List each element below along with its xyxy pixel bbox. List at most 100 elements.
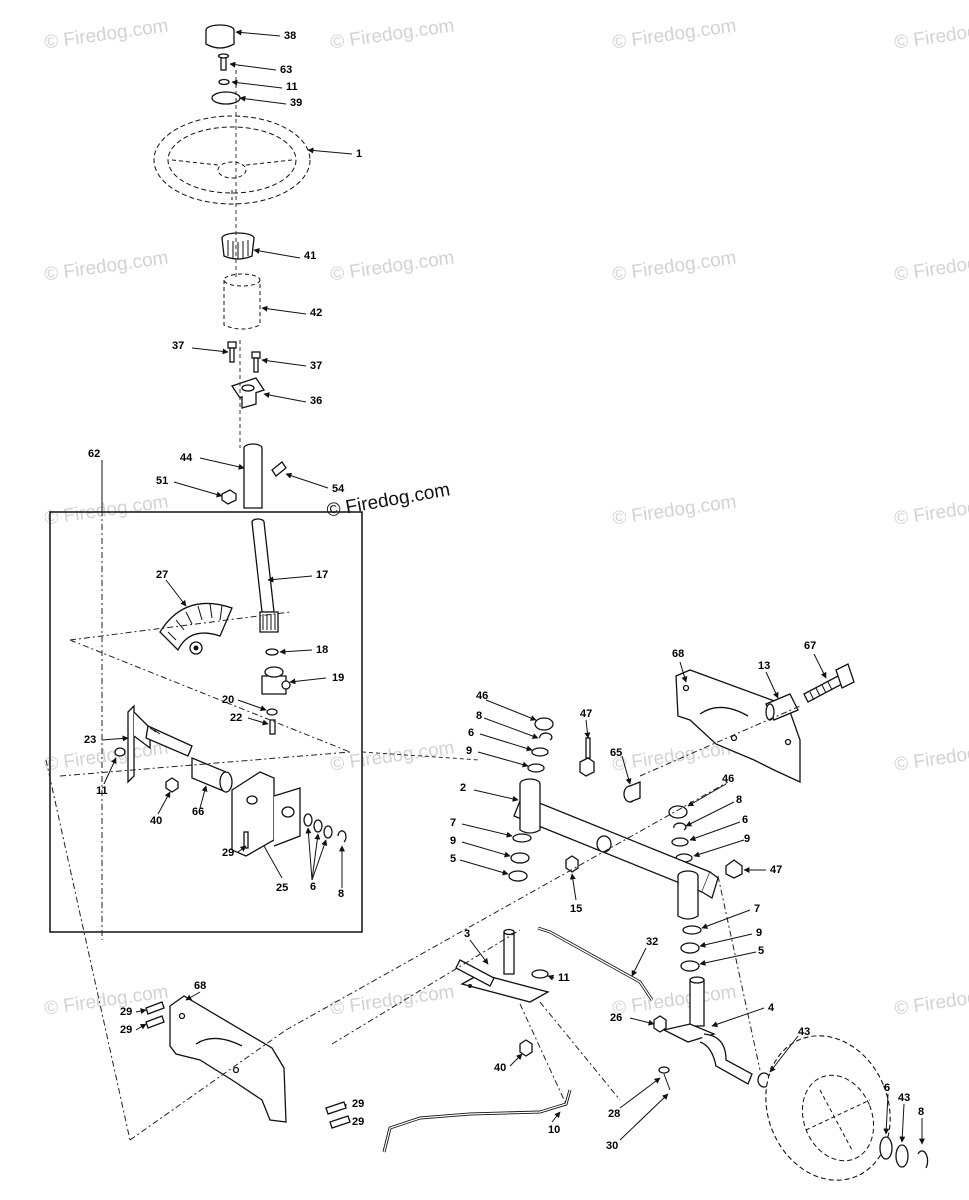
bracket-68-left xyxy=(169,995,287,1123)
grease-fitting-47-left xyxy=(579,737,595,777)
washer-9-right-lower xyxy=(680,942,700,954)
gear-sector xyxy=(159,602,233,655)
callout-label: 46 xyxy=(476,690,489,702)
callout-label: 9 xyxy=(756,927,763,939)
callout-label: 18 xyxy=(316,644,329,656)
washer-6-inset-c xyxy=(323,825,333,839)
inset-frame xyxy=(49,511,363,933)
callout-label: 46 xyxy=(722,773,735,785)
callout-label: 11 xyxy=(558,972,570,984)
clip-8-left xyxy=(539,732,553,741)
construction-lines xyxy=(59,611,351,777)
axis-lines xyxy=(235,70,481,761)
washer-6-right xyxy=(671,837,689,847)
clip-8-outer xyxy=(917,1150,929,1169)
callout-label: 11 xyxy=(286,81,298,93)
callout-label: 41 xyxy=(304,250,317,262)
callout-label: 5 xyxy=(450,853,457,865)
callout-label: 1 xyxy=(356,148,363,160)
callout-label: 44 xyxy=(180,452,193,464)
callout-label: 19 xyxy=(332,672,345,684)
callout-label: 7 xyxy=(754,903,761,915)
pivot-block xyxy=(261,666,291,695)
washer-7-right xyxy=(682,925,702,935)
bolt-29-bracket-c xyxy=(325,1101,347,1115)
callout-label: 10 xyxy=(548,1124,561,1136)
callout-label: 65 xyxy=(610,747,623,759)
callout-label: 8 xyxy=(476,710,483,722)
callout-label: 6 xyxy=(742,814,749,826)
callout-label: 5 xyxy=(758,945,765,957)
spindle-right xyxy=(662,976,753,1085)
callout-label: 28 xyxy=(608,1108,621,1120)
callout-label: 6 xyxy=(310,881,317,893)
callout-label: 6 xyxy=(468,727,475,739)
callout-label: 36 xyxy=(310,395,323,407)
washer-6-inset-a xyxy=(303,813,313,827)
callout-label: 8 xyxy=(338,888,345,900)
steering-cap xyxy=(205,24,235,49)
callout-label: 67 xyxy=(804,640,817,652)
bracket-23 xyxy=(127,704,193,784)
callout-label: 43 xyxy=(898,1092,911,1104)
callout-label: 23 xyxy=(84,734,97,746)
callout-label: 40 xyxy=(150,815,163,827)
bolt-54 xyxy=(271,461,287,477)
callout-label: 30 xyxy=(606,1140,619,1152)
bracket-68-right xyxy=(675,669,801,784)
washer-6-left xyxy=(531,747,549,757)
callout-label: 27 xyxy=(156,569,169,581)
callout-label: 66 xyxy=(192,806,205,818)
callout-label: 3 xyxy=(464,928,471,940)
callout-label: 68 xyxy=(672,648,685,660)
pin-22 xyxy=(269,719,276,735)
cap-46-right xyxy=(668,805,688,819)
washer-5-right xyxy=(680,960,700,972)
callout-label: 37 xyxy=(172,340,185,352)
nut-40-inset xyxy=(165,777,179,793)
callout-label: 42 xyxy=(310,307,323,319)
clip-8-inset xyxy=(337,830,347,843)
callout-label: 62 xyxy=(88,448,101,460)
callout-label: 20 xyxy=(222,694,235,706)
callout-label: 13 xyxy=(758,660,771,672)
callout-label: 6 xyxy=(884,1082,891,1094)
callout-label: 11 xyxy=(96,785,108,797)
washer-9-left xyxy=(527,763,545,773)
washer-9-left-lower xyxy=(510,852,530,864)
bushing-66 xyxy=(191,757,233,793)
bushing-36 xyxy=(230,377,266,409)
long-construction-lines xyxy=(45,510,801,1141)
callout-label: 39 xyxy=(290,97,303,109)
callout-label: 8 xyxy=(918,1106,925,1118)
steering-shaft-lower xyxy=(251,518,279,633)
callout-label: 7 xyxy=(450,817,457,829)
washer-28 xyxy=(658,1066,670,1074)
tie-rod xyxy=(537,926,654,1001)
spindle-left xyxy=(455,928,550,1003)
callout-label: 37 xyxy=(310,360,323,372)
washer-6-inset-b xyxy=(313,819,323,833)
callout-label: 29 xyxy=(120,1006,133,1018)
fitting-26 xyxy=(653,1015,667,1033)
callout-label: 43 xyxy=(798,1026,811,1038)
pin-30 xyxy=(663,1073,671,1091)
clip-8-right xyxy=(673,822,687,831)
bolt-29-bracket-a xyxy=(145,1001,165,1015)
callout-label: 26 xyxy=(610,1012,623,1024)
callout-label: 54 xyxy=(332,483,345,495)
front-axle xyxy=(513,778,719,920)
front-wheel xyxy=(765,1035,891,1181)
callout-label: 15 xyxy=(570,903,583,915)
washer-11-spindle xyxy=(531,969,549,979)
callout-label: 22 xyxy=(230,712,243,724)
callout-label: 9 xyxy=(450,835,457,847)
washer-7-left xyxy=(512,833,532,843)
steering-shaft-upper xyxy=(243,443,263,509)
bolt-29-bracket-b xyxy=(145,1015,165,1029)
bolt-29-bracket-d xyxy=(329,1115,351,1129)
callout-label: 4 xyxy=(768,1002,775,1014)
bolt-37-right xyxy=(251,351,261,373)
